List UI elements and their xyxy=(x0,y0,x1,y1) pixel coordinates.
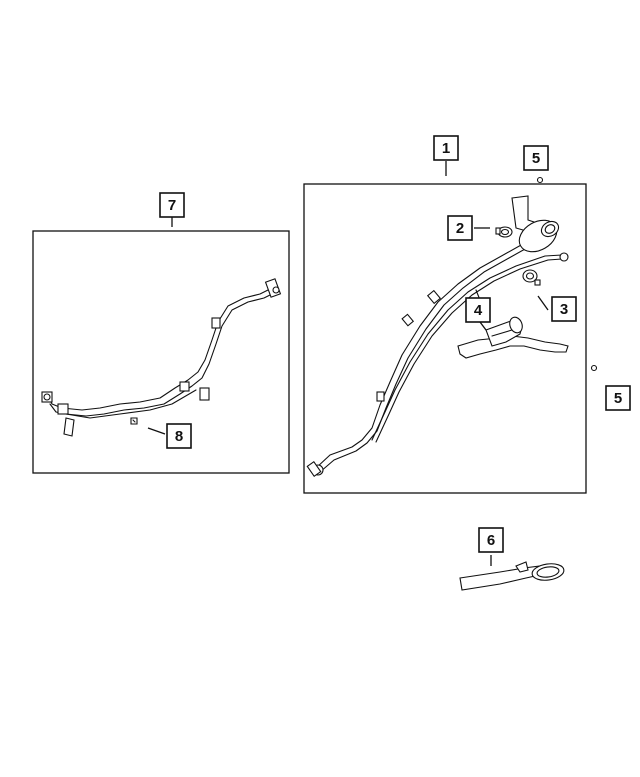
svg-text:2: 2 xyxy=(456,220,464,237)
leader-3 xyxy=(537,295,549,311)
frame-group-7 xyxy=(32,230,290,474)
vent-line-assembly-part-7 xyxy=(41,278,282,437)
callout-7: 7 xyxy=(159,192,185,218)
fuel-hose-part-4 xyxy=(457,316,569,359)
callout-2: 2 xyxy=(447,215,473,241)
svg-text:3: 3 xyxy=(560,301,568,318)
svg-text:5: 5 xyxy=(614,390,622,407)
clip-part-8 xyxy=(130,417,138,425)
callout-5-right: 5 xyxy=(605,385,631,411)
svg-text:8: 8 xyxy=(175,428,183,445)
callout-5-top: 5 xyxy=(523,145,549,171)
hose-clamp-part-3 xyxy=(522,269,541,286)
callout-8: 8 xyxy=(166,423,192,449)
leader-8 xyxy=(147,427,166,435)
svg-text:7: 7 xyxy=(168,197,176,214)
callout-3: 3 xyxy=(551,296,577,322)
callout-6: 6 xyxy=(478,527,504,553)
callout-1: 1 xyxy=(433,135,459,161)
callout-4: 4 xyxy=(465,297,491,323)
svg-text:5: 5 xyxy=(532,150,540,167)
grommet-part-5-top xyxy=(536,176,544,184)
fuel-filler-tube-assembly xyxy=(306,195,569,477)
filler-funnel-part-6 xyxy=(459,561,565,591)
svg-text:4: 4 xyxy=(474,302,483,319)
grommet-part-5-right xyxy=(590,364,598,372)
hose-clamp-part-2 xyxy=(495,226,513,238)
svg-text:6: 6 xyxy=(487,532,495,549)
frame-group-1 xyxy=(303,183,587,494)
leader-4 xyxy=(479,321,487,331)
svg-text:1: 1 xyxy=(442,140,450,157)
